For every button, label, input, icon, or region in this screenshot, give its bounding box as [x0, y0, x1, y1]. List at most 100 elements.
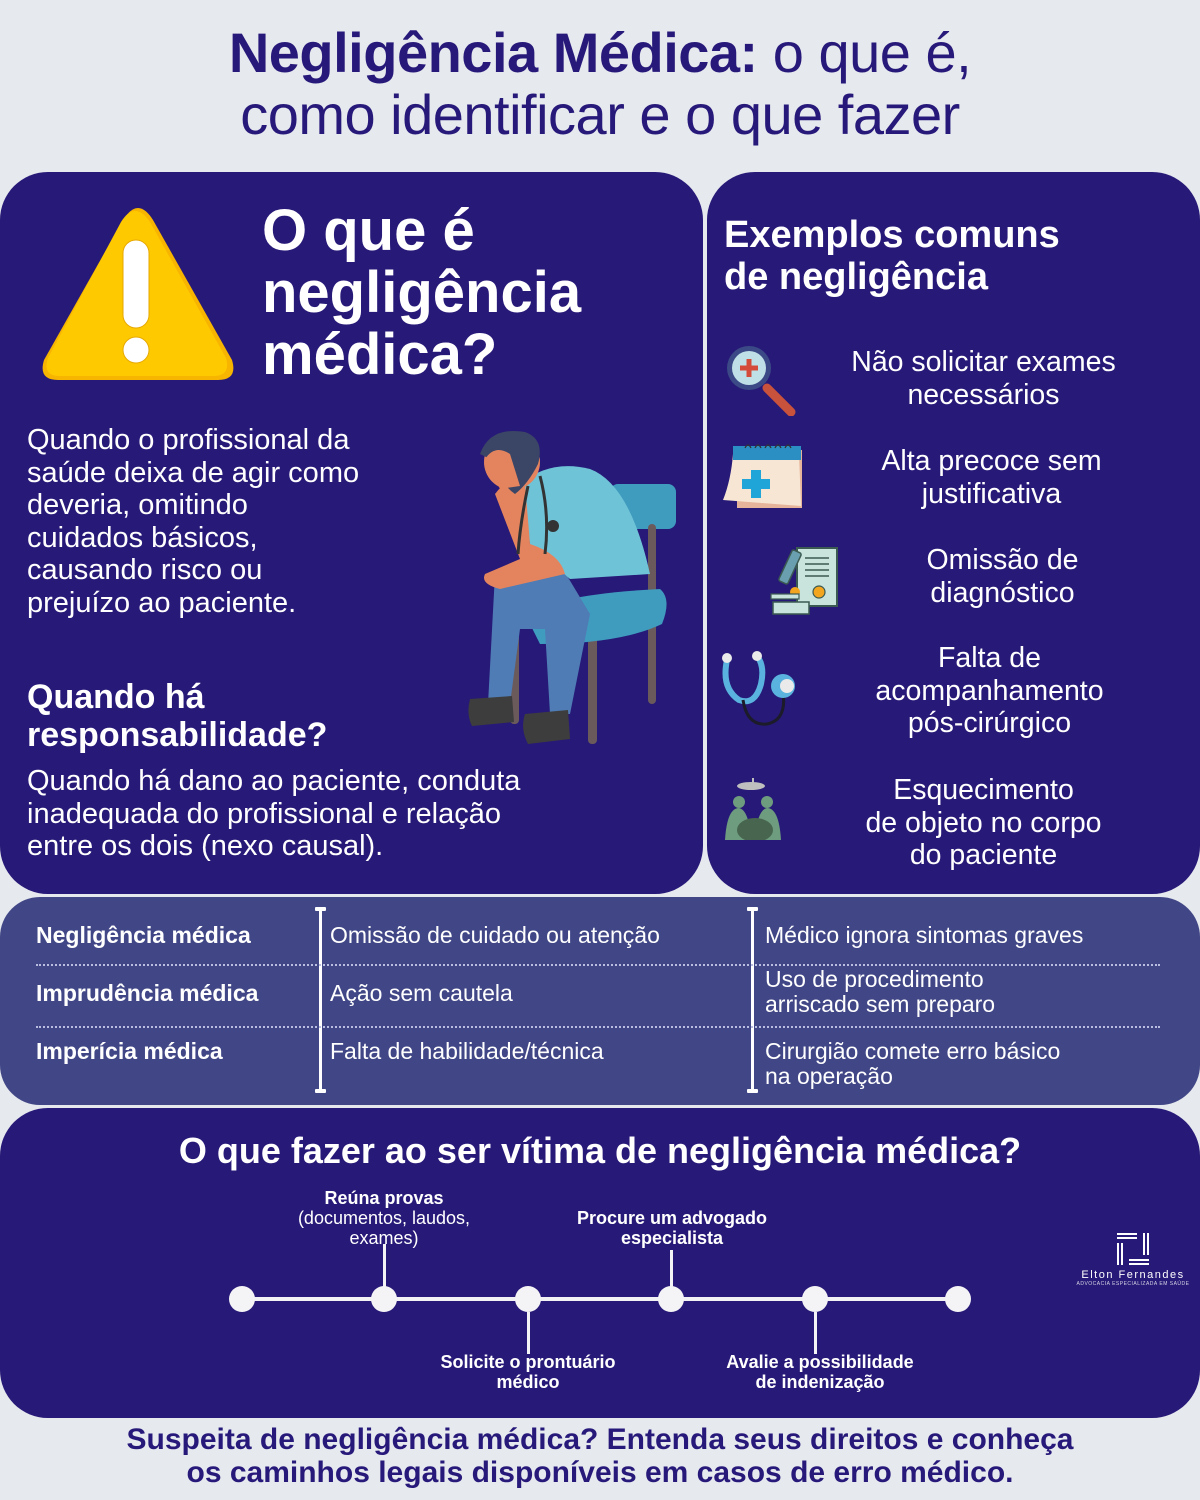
magnifier-plus-icon [727, 346, 796, 416]
example-item-5: Esquecimento de objeto no corpo do pacie… [707, 774, 1200, 872]
row-definition: Ação sem cautela [330, 980, 513, 1006]
resp-heading-line2: responsabilidade? [27, 716, 328, 754]
responsibility-heading: Quando há responsabilidade? [27, 678, 327, 754]
footer-line2: os caminhos legais disponíveis em casos … [186, 1456, 1014, 1489]
timeline-node [945, 1286, 971, 1312]
row-definition: Falta de habilidade/técnica [330, 1038, 604, 1064]
logo-subtitle: ADVOCACIA ESPECIALIZADA EM SAÚDE [1076, 1281, 1190, 1287]
page-title: Negligência Médica: o que é, como identi… [0, 22, 1200, 146]
comparison-table: Negligência médica Omissão de cuidado ou… [0, 897, 1200, 1105]
row-type: Negligência médica [36, 922, 251, 948]
column-divider [315, 907, 326, 1093]
examples-heading-line2: de negligência [724, 256, 988, 298]
title-rest: o que é, [757, 21, 972, 84]
row-definition: Omissão de cuidado ou atenção [330, 922, 660, 948]
timeline-node [229, 1286, 255, 1312]
example-text: justificativa [921, 477, 1062, 510]
logo-name: Elton Fernandes [1081, 1269, 1185, 1281]
example-line: Uso de procedimento [765, 966, 984, 992]
step-title: de indenização [755, 1372, 885, 1392]
row-example: Médico ignora sintomas graves [765, 923, 1083, 948]
step-title: médico [496, 1372, 560, 1392]
example-item-3: Omissão de diagnóstico [707, 544, 1200, 609]
example-text: pós-cirúrgico [907, 707, 1072, 739]
row-example: Uso de procedimento arriscado sem prepar… [765, 967, 995, 1017]
desc-line: deveria, omitindo [27, 489, 248, 521]
what-is-description: Quando o profissional da saúde deixa de … [27, 424, 467, 619]
example-text: diagnóstico [930, 576, 1075, 609]
step-title: Procure um advogado [576, 1208, 768, 1228]
step-title: especialista [620, 1228, 724, 1248]
example-item-4: Falta de acompanhamento pós-cirúrgico [707, 642, 1200, 740]
title-bold: Negligência Médica: [228, 21, 758, 84]
brand-logo: Elton Fernandes ADVOCACIA ESPECIALIZADA … [1068, 1233, 1198, 1287]
example-text: do paciente [909, 839, 1058, 871]
step-title: Reúna provas [324, 1188, 444, 1208]
example-item-1: Não solicitar exames necessários [707, 346, 1200, 411]
timeline-stem [527, 1312, 530, 1354]
what-is-heading-line3: médica? [262, 322, 498, 387]
timeline-node [515, 1286, 541, 1312]
example-item-2: Alta precoce sem justificativa [707, 445, 1200, 510]
row-separator [36, 1026, 1160, 1028]
calendar-medical-icon [723, 444, 802, 508]
table-row: Negligência médica Omissão de cuidado ou… [36, 921, 1160, 979]
example-text: Esquecimento [893, 774, 1074, 806]
example-text: Falta de [938, 642, 1041, 674]
surgery-team-icon [725, 778, 781, 840]
tired-doctor-illustration [468, 430, 676, 744]
steps-heading: O que fazer ao ser vítima de negligência… [178, 1130, 1022, 1171]
resp-line: Quando há dano ao paciente, conduta [27, 765, 521, 797]
step-detail: (documentos, laudos, [297, 1208, 471, 1228]
what-is-panel: O que é negligência médica? Quando o pro… [0, 172, 703, 894]
table-row: Imprudência médica Ação sem cautela Uso … [36, 967, 1160, 1037]
example-text: Omissão de [926, 544, 1079, 576]
row-separator [36, 964, 1160, 966]
examples-panel: Exemplos comuns de negligência Não solic… [707, 172, 1200, 894]
timeline-node [658, 1286, 684, 1312]
logo-mark-icon [1117, 1233, 1149, 1265]
row-type: Imperícia médica [36, 1038, 223, 1064]
example-line: na operação [765, 1063, 893, 1089]
resp-line: inadequada do profissional e relação [27, 797, 502, 830]
example-text: acompanhamento [875, 674, 1104, 707]
step-2-label: Solicite o prontuário médico [408, 1352, 648, 1392]
step-4-label: Avalie a possibilidade de indenização [690, 1352, 950, 1392]
desc-line: saúde deixa de agir como [27, 456, 360, 489]
step-1-label: Reúna provas (documentos, laudos, exames… [264, 1188, 504, 1248]
example-line: Cirurgião comete erro básico [765, 1038, 1061, 1064]
table-row: Imperícia médica Falta de habilidade/téc… [36, 1039, 1160, 1097]
example-line: Médico ignora sintomas graves [765, 922, 1084, 948]
title-line2: como identificar e o que fazer [240, 83, 960, 146]
desc-line: prejuízo ao paciente. [27, 586, 297, 619]
microscope-report-icon [770, 547, 838, 615]
row-type: Imprudência médica [36, 980, 259, 1006]
example-text: necessários [907, 378, 1060, 411]
step-title: Avalie a possibilidade [726, 1352, 914, 1372]
timeline-stem [814, 1312, 817, 1354]
timeline-line [242, 1297, 958, 1301]
example-text: Não solicitar exames [851, 346, 1116, 378]
example-line: arriscado sem preparo [765, 991, 996, 1017]
row-example: Cirurgião comete erro básico na operação [765, 1039, 1060, 1089]
step-detail: exames) [349, 1228, 419, 1248]
what-is-heading-line1: O que é [262, 198, 475, 263]
timeline-stem [383, 1244, 386, 1288]
step-title: Solicite o prontuário [440, 1352, 616, 1372]
desc-line: cuidados básicos, [27, 521, 258, 554]
desc-line: causando risco ou [27, 554, 263, 586]
desc-line: Quando o profissional da [27, 424, 350, 456]
step-3-label: Procure um advogado especialista [552, 1208, 792, 1248]
column-divider [747, 907, 758, 1093]
timeline-node [802, 1286, 828, 1312]
warning-triangle-icon [42, 208, 234, 380]
examples-heading-line1: Exemplos comuns [724, 214, 1060, 256]
steps-panel: O que fazer ao ser vítima de negligência… [0, 1108, 1200, 1418]
resp-heading-line1: Quando há [27, 678, 205, 716]
footer-line1: Suspeita de negligência médica? Entenda … [126, 1423, 1074, 1456]
timeline-stem [670, 1250, 673, 1288]
footer-cta: Suspeita de negligência médica? Entenda … [0, 1423, 1200, 1489]
resp-line: entre os dois (nexo causal). [27, 830, 384, 862]
timeline-node [371, 1286, 397, 1312]
stethoscope-icon [722, 651, 795, 726]
